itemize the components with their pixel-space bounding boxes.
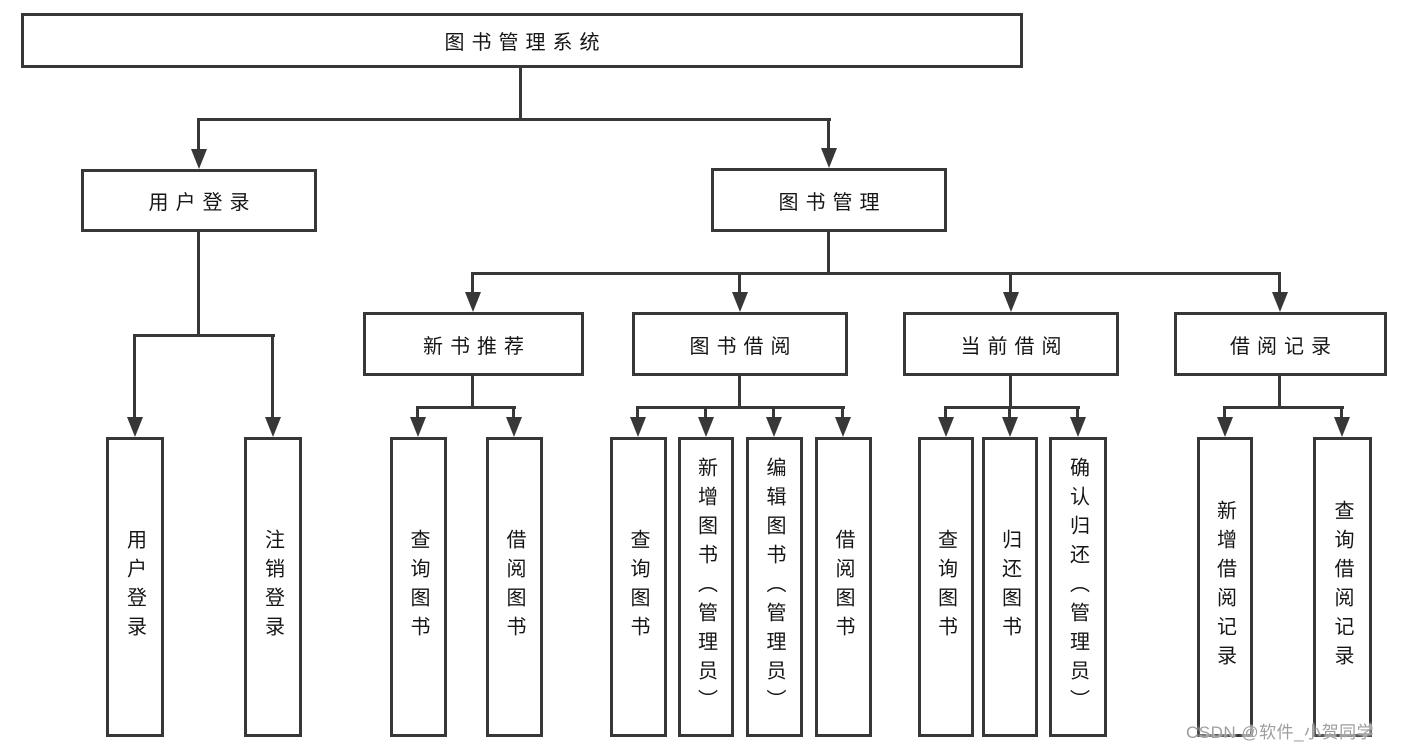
node-borrowing-records: 借阅记录 [1174, 312, 1387, 376]
leaf-query-books-borrow: 查询图书 [610, 437, 667, 737]
arrowhead-book-management [821, 148, 837, 168]
leaf-logout: 注销登录 [244, 437, 302, 737]
connector-drop-d1 [944, 406, 947, 420]
leaf-return-books: 归还图书 [982, 437, 1038, 737]
connector-drop-b2 [512, 406, 515, 420]
leaf-user-login: 用户登录 [106, 437, 164, 737]
arrowhead-b1 [410, 417, 426, 437]
connector-drop-d2 [1008, 406, 1011, 420]
connector-drop-e2 [1340, 406, 1343, 420]
connector-stem-book-management [827, 232, 830, 274]
arrowhead-c3 [766, 417, 782, 437]
leaf-add-borrow-record: 新增借阅记录 [1197, 437, 1253, 737]
node-current-borrowing: 当前借阅 [903, 312, 1119, 376]
leaf-query-books-current: 查询图书 [918, 437, 974, 737]
leaf-add-book-admin: 新增图书（管理员） [678, 437, 734, 737]
connector-bar-new-book [416, 406, 516, 409]
connector-drop-e1 [1223, 406, 1226, 420]
leaf-edit-book-admin: 编辑图书（管理员） [746, 437, 803, 737]
connector-drop-c1 [636, 406, 639, 420]
connector-drop-book-borrowing [738, 272, 741, 294]
connector-stem-current-borrowing [1009, 376, 1012, 408]
arrowhead-c2 [698, 417, 714, 437]
connector-drop-current-borrowing [1009, 272, 1012, 294]
connector-drop-borrowing-records [1278, 272, 1281, 294]
connector-stem-book-borrowing [738, 376, 741, 408]
connector-stem-borrowing-records [1278, 376, 1281, 408]
connector-drop-book-management [827, 118, 830, 151]
connector-drop-leaf-logout [271, 334, 274, 419]
connector-drop-c4 [841, 406, 844, 420]
connector-bar-level2 [197, 118, 831, 121]
leaf-confirm-return-admin: 确认归还（管理员） [1049, 437, 1107, 737]
leaf-borrow-books: 借阅图书 [815, 437, 872, 737]
leaf-query-books-recommend: 查询图书 [390, 437, 447, 737]
connector-bar-user-login [133, 334, 275, 337]
connector-bar-current-borrowing [944, 406, 1080, 409]
watermark: CSDN @软件_小贺同学 [1186, 723, 1375, 742]
connector-drop-leaf-user-login [133, 334, 136, 419]
arrowhead-e1 [1217, 417, 1233, 437]
arrowhead-leaf-user-login [127, 417, 143, 437]
connector-drop-c2 [704, 406, 707, 420]
connector-drop-b1 [416, 406, 419, 420]
connector-drop-c3 [772, 406, 775, 420]
arrowhead-b2 [506, 417, 522, 437]
arrowhead-borrowing-records [1272, 292, 1288, 312]
node-book-borrowing: 图书借阅 [632, 312, 848, 376]
arrowhead-book-borrowing [732, 292, 748, 312]
arrowhead-d1 [938, 417, 954, 437]
connector-drop-d3 [1076, 406, 1079, 420]
connector-stem-root [519, 68, 522, 118]
connector-bar-book-borrowing [636, 406, 845, 409]
leaf-borrow-books-recommend: 借阅图书 [486, 437, 543, 737]
arrowhead-e2 [1334, 417, 1350, 437]
connector-bar-level3 [471, 272, 1281, 275]
arrowhead-user-login [191, 149, 207, 169]
arrowhead-d3 [1070, 417, 1086, 437]
node-library-management-system: 图书管理系统 [21, 13, 1023, 68]
arrowhead-d2 [1002, 417, 1018, 437]
arrowhead-new-book [465, 292, 481, 312]
arrowhead-c1 [630, 417, 646, 437]
arrowhead-leaf-logout [265, 417, 281, 437]
node-user-login: 用户登录 [81, 169, 317, 232]
connector-stem-user-login [197, 232, 200, 336]
leaf-query-borrow-record: 查询借阅记录 [1313, 437, 1372, 737]
arrowhead-current-borrowing [1003, 292, 1019, 312]
connector-drop-new-book [471, 272, 474, 294]
node-new-book-recommendation: 新书推荐 [363, 312, 584, 376]
connector-drop-user-login [197, 118, 200, 152]
arrowhead-c4 [835, 417, 851, 437]
connector-bar-borrowing-records [1223, 406, 1344, 409]
node-book-management: 图书管理 [711, 168, 947, 232]
connector-stem-new-book [471, 376, 474, 408]
